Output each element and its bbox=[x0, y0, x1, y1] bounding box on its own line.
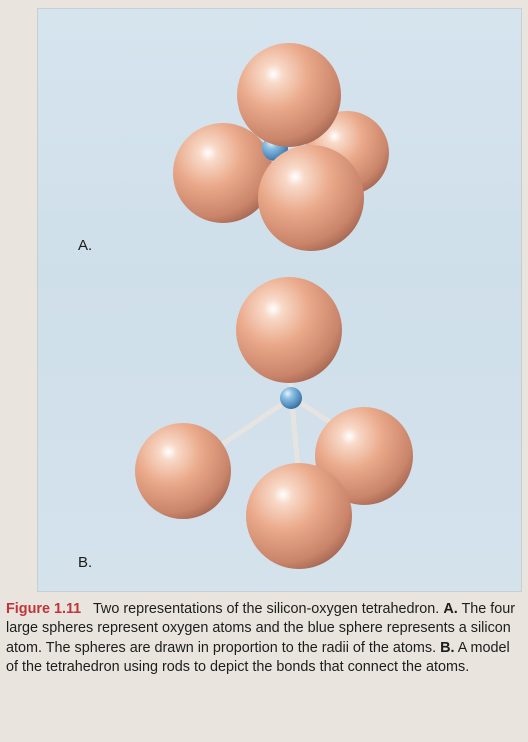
figure-number: Figure 1.11 bbox=[6, 601, 82, 617]
oxygen-ball-front bbox=[246, 463, 352, 569]
caption-b-label: B. bbox=[440, 639, 455, 656]
panel-a-label: A. bbox=[78, 237, 93, 254]
silicon-ball bbox=[280, 387, 302, 409]
panel-b-label: B. bbox=[78, 554, 93, 571]
space-filling-model bbox=[173, 43, 389, 251]
bond-rod-left bbox=[215, 395, 293, 451]
oxygen-sphere-top bbox=[237, 43, 341, 147]
oxygen-sphere-front bbox=[258, 145, 364, 251]
caption-b-text: A model of the tetrahedron using rods to… bbox=[6, 639, 510, 676]
caption-a-label: A. bbox=[443, 601, 458, 617]
caption-intro: Two representations of the silicon-oxyge… bbox=[92, 601, 440, 617]
oxygen-ball-right bbox=[315, 407, 413, 505]
caption-a-text: The four large spheres represent oxygen … bbox=[6, 601, 516, 656]
oxygen-ball-top bbox=[236, 277, 342, 383]
figure-caption: Figure 1.11 Two representations of the s… bbox=[6, 600, 520, 678]
ball-and-stick-model bbox=[135, 277, 413, 569]
oxygen-sphere-left bbox=[173, 123, 273, 223]
oxygen-ball-left bbox=[135, 423, 231, 519]
figure-illustration: A. B. bbox=[37, 8, 522, 592]
tetrahedron-illustration bbox=[135, 43, 413, 569]
